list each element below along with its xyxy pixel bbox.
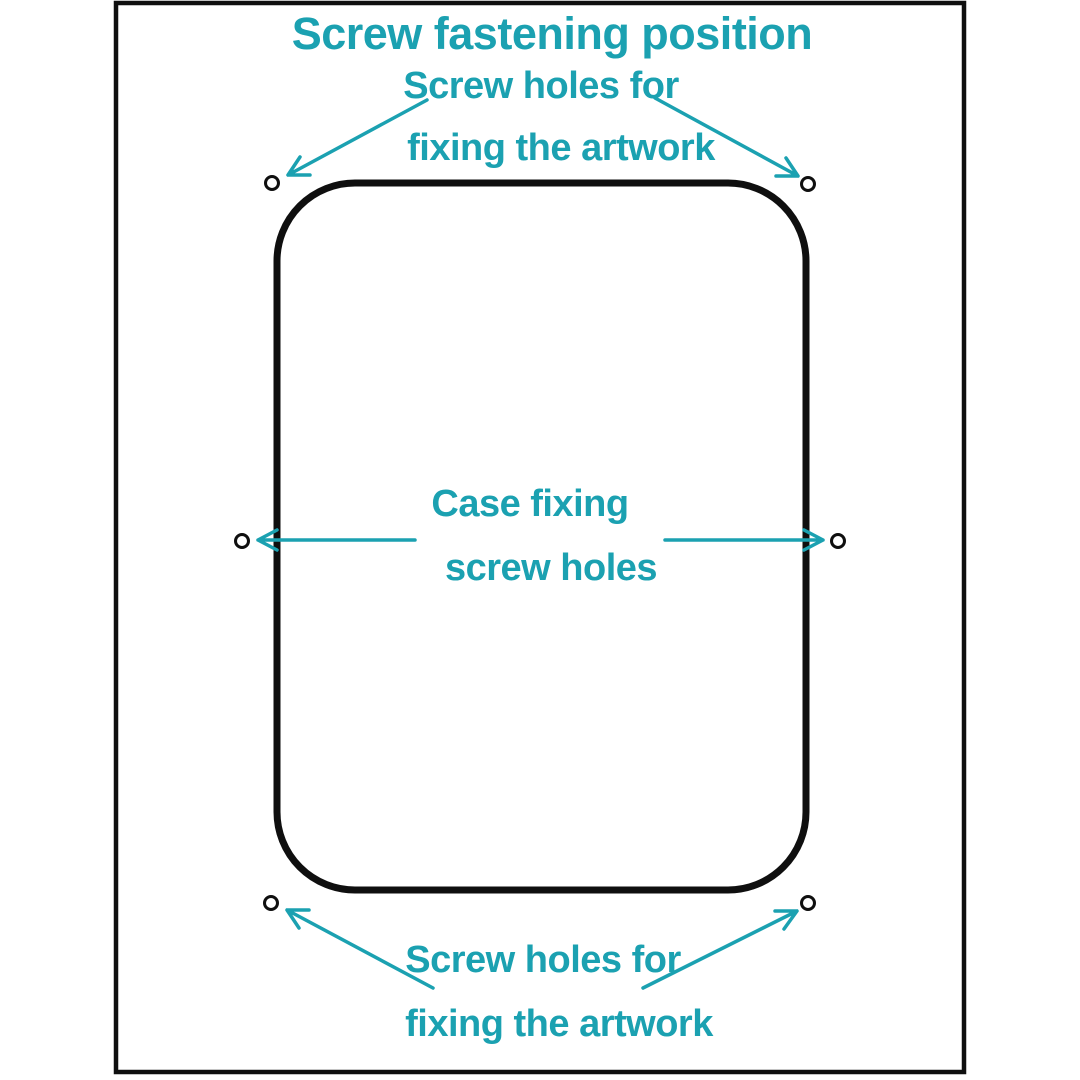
outer-frame-border xyxy=(113,0,967,1075)
screw-holes-group xyxy=(234,175,846,911)
screw-hole-bottom-left-icon xyxy=(263,895,279,911)
bottom-label-line1: Screw holes for xyxy=(405,939,681,981)
diagram-labels-group: Screw fastening position Screw holes for… xyxy=(292,8,813,1045)
screw-hole-top-right-icon xyxy=(800,176,816,192)
annotation-arrows-group xyxy=(256,96,825,990)
case-outline xyxy=(273,179,810,894)
bottom-label-line2: fixing the artwork xyxy=(405,1003,714,1045)
arrow-top-left-icon xyxy=(286,98,429,177)
arrow-top-right-icon xyxy=(653,96,800,178)
arrow-bottom-right-icon xyxy=(641,909,799,990)
middle-label-line2: screw holes xyxy=(445,547,657,589)
screw-hole-middle-right-icon xyxy=(830,533,846,549)
arrow-middle-right-icon xyxy=(663,528,825,552)
page-title: Screw fastening position xyxy=(292,8,813,59)
top-label-line2: fixing the artwork xyxy=(407,127,716,169)
arrow-middle-left-icon xyxy=(256,528,417,552)
screw-hole-bottom-right-icon xyxy=(800,895,816,911)
top-label-line1: Screw holes for xyxy=(403,65,679,107)
arrow-bottom-left-icon xyxy=(285,908,435,990)
screw-hole-middle-left-icon xyxy=(234,533,250,549)
middle-label-line1: Case fixing xyxy=(431,483,628,525)
screw-hole-top-left-icon xyxy=(264,175,280,191)
